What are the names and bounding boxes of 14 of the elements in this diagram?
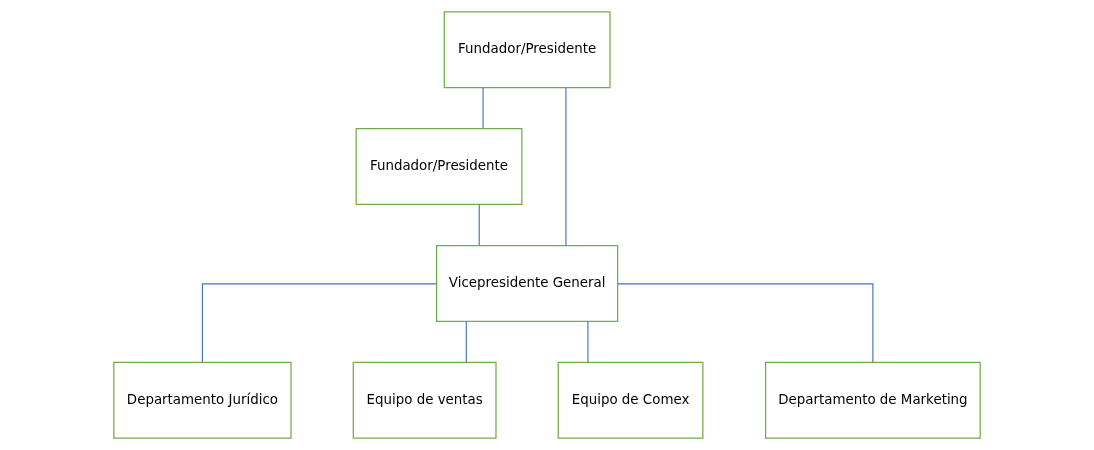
node-box: Vicepresidente General bbox=[436, 244, 619, 322]
connector bbox=[482, 87, 484, 129]
node-box: Equipo de Comex bbox=[557, 361, 704, 439]
connector bbox=[565, 87, 567, 246]
node-box: Departamento de Marketing bbox=[765, 361, 981, 439]
connector bbox=[465, 320, 467, 363]
connector bbox=[201, 283, 437, 363]
connector bbox=[478, 203, 480, 246]
node-box: Departamento Jurídico bbox=[113, 361, 292, 439]
node-box: Fundador/Presidente bbox=[443, 11, 611, 89]
node-box: Equipo de ventas bbox=[352, 361, 497, 439]
connector bbox=[587, 320, 589, 363]
node-box: Fundador/Presidente bbox=[355, 128, 523, 206]
connector bbox=[617, 283, 874, 363]
